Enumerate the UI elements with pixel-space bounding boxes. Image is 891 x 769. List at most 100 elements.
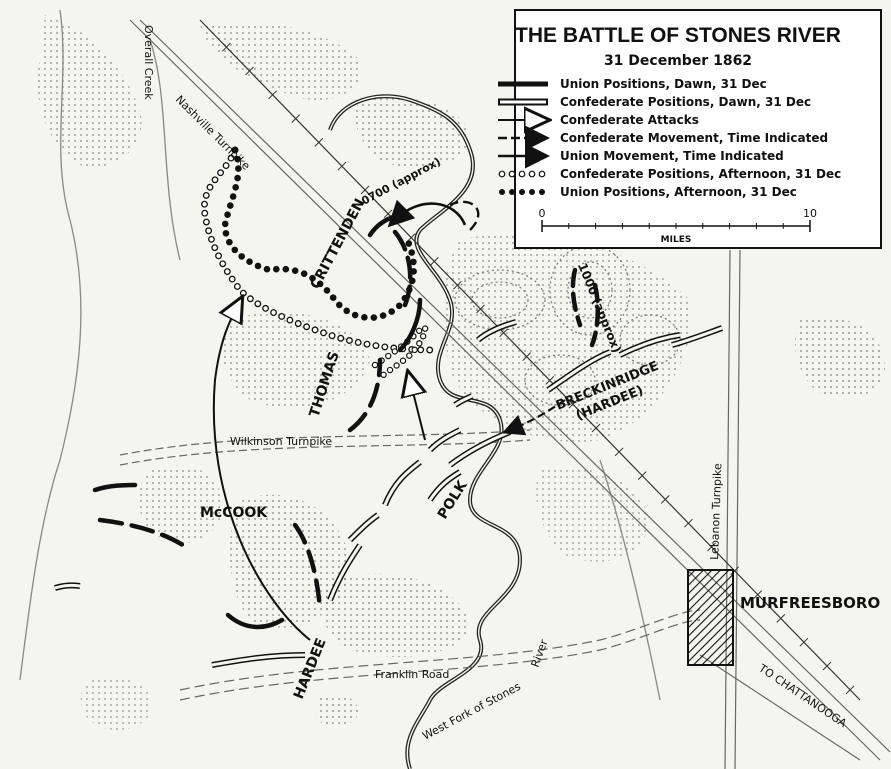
confederate-afternoon-marker	[219, 260, 227, 268]
confederate-afternoon-marker	[381, 343, 389, 351]
union-afternoon-marker	[229, 193, 237, 200]
confederate-afternoon-marker	[254, 300, 262, 308]
union-afternoon-marker	[405, 240, 413, 247]
union-afternoon-marker	[282, 265, 290, 273]
legend-item-7: Union Positions, Afternoon, 31 Dec	[560, 185, 797, 199]
label-overall-creek: Overall Creek	[142, 25, 155, 100]
crittenden-movement-arrow	[387, 199, 467, 228]
confederate-afternoon-marker	[320, 329, 328, 337]
union-afternoon-marker	[221, 220, 229, 228]
union-afternoon-marker	[291, 267, 299, 274]
label-west-fork: West Fork of Stones	[420, 680, 523, 743]
confederate-afternoon-marker	[391, 348, 398, 355]
union-afternoon-marker	[246, 258, 253, 266]
label-lebanon-turnpike: Lebanon Turnpike	[708, 463, 724, 560]
label-river: River	[529, 637, 551, 669]
legend-item-4: Confederate Movement, Time Indicated	[560, 131, 828, 145]
confederate-afternoon-marker	[385, 352, 392, 360]
union-afternoon-marker	[273, 265, 280, 273]
confederate-afternoon-marker	[426, 346, 434, 354]
union-afternoon-marker	[226, 238, 233, 246]
railroad	[199, 19, 861, 701]
legend-filled-dots-symbol	[499, 189, 545, 195]
confederate-afternoon-marker	[345, 337, 353, 344]
confederate-afternoon-marker	[222, 162, 230, 170]
confederate-afternoon-marker	[228, 275, 236, 283]
legend-item-6: Confederate Positions, Afternoon, 31 Dec	[560, 167, 841, 181]
confederate-afternoon-marker	[406, 352, 413, 359]
legend-date: 31 December 1862	[604, 53, 752, 69]
union-afternoon-marker	[335, 301, 343, 309]
union-afternoon-marker	[309, 274, 316, 282]
label-hardee: HARDEE	[291, 636, 330, 701]
union-afternoon-marker	[254, 262, 262, 270]
confederate-afternoon-marker	[246, 295, 254, 303]
confederate-afternoon-marker	[211, 244, 219, 252]
confederate-afternoon-marker	[393, 362, 400, 369]
confederate-afternoon-marker	[206, 183, 214, 191]
murfreesboro-town	[687, 569, 734, 666]
union-afternoon-marker	[388, 308, 396, 315]
confederate-afternoon-marker	[371, 361, 379, 369]
confederate-afternoon-marker	[286, 316, 294, 324]
legend-item-1: Union Positions, Dawn, 31 Dec	[560, 77, 767, 91]
confederate-afternoon-marker	[354, 339, 362, 346]
confederate-afternoon-marker	[278, 312, 286, 320]
union-afternoon-marker	[226, 202, 234, 209]
union-afternoon-marker	[361, 314, 368, 321]
union-afternoon-marker	[231, 246, 239, 254]
confederate-afternoon-marker	[386, 366, 394, 374]
legend-title: THE BATTLE OF STONES RIVER	[515, 24, 841, 47]
legend-item-3: Confederate Attacks	[560, 113, 699, 127]
legend-symbols	[498, 81, 548, 195]
label-wilkinson-turnpike: Wilkinson Turnpike	[230, 435, 332, 448]
union-afternoon-marker	[222, 229, 230, 237]
confederate-afternoon-marker	[380, 371, 387, 378]
union-afternoon-marker	[351, 311, 359, 319]
union-afternoon-marker	[316, 280, 324, 288]
union-afternoon-marker	[235, 165, 242, 172]
union-afternoon-marker	[370, 314, 378, 321]
union-afternoon-marker	[234, 155, 241, 163]
label-murfreesboro: MURFREESBORO	[740, 594, 880, 612]
union-afternoon-marker	[300, 270, 308, 278]
scale-bar: 0 10 MILES	[539, 207, 818, 245]
confederate-afternoon-marker	[207, 235, 215, 243]
confederate-afternoon-marker	[223, 268, 231, 275]
confederate-afternoon-marker	[416, 327, 423, 334]
union-afternoon-marker	[343, 307, 350, 315]
union-afternoon-marker	[323, 287, 331, 294]
confederate-afternoon-marker	[311, 326, 319, 334]
scale-unit: MILES	[661, 235, 692, 245]
confederate-afternoon-marker	[328, 332, 336, 340]
confederate-dawn-positions-inner	[54, 320, 723, 667]
union-afternoon-marker	[238, 253, 245, 260]
confederate-afternoon-marker	[201, 200, 208, 208]
legend-open-circles-symbol	[498, 170, 546, 178]
union-afternoon-marker	[395, 302, 403, 310]
confederate-afternoon-marker	[262, 304, 270, 312]
confederate-attack-arrows	[212, 305, 425, 641]
confederate-afternoon-marker	[202, 191, 210, 199]
label-to-chattanooga: TO CHATTANOOGA	[755, 661, 849, 730]
legend-item-5: Union Movement, Time Indicated	[560, 149, 784, 163]
label-nashville-turnpike: Nashville Turnpike	[173, 93, 253, 173]
confederate-afternoon-marker	[419, 333, 427, 340]
label-franklin-road: Franklin Road	[375, 668, 449, 681]
union-afternoon-marker	[379, 312, 387, 319]
confederate-afternoon-marker	[201, 209, 209, 217]
union-afternoon-marker	[234, 174, 241, 182]
union-afternoon-marker	[408, 249, 416, 256]
confederate-afternoon-marker	[217, 169, 225, 177]
legend-item-2: Confederate Positions, Dawn, 31 Dec	[560, 95, 811, 109]
confederate-afternoon-marker	[270, 309, 278, 316]
scale-end: 10	[803, 207, 817, 220]
confederate-afternoon-marker	[399, 357, 407, 364]
confederate-afternoon-marker	[211, 176, 219, 184]
confederate-afternoon-marker	[337, 334, 345, 342]
confederate-afternoon-marker	[202, 218, 210, 226]
confederate-afternoon-marker	[411, 346, 418, 354]
confederate-afternoon-marker	[215, 252, 222, 260]
union-dawn-positions	[92, 212, 601, 630]
